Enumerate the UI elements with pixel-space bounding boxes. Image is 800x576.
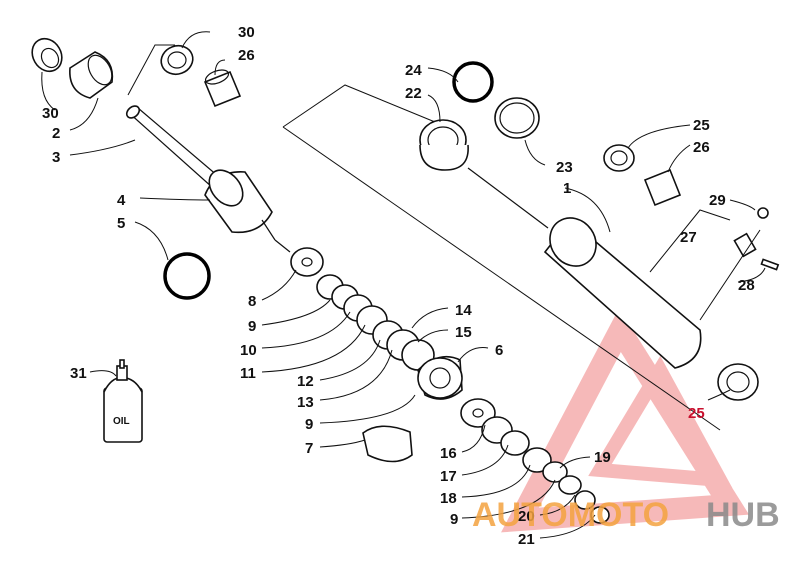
- callout-30-left: 30: [42, 105, 59, 122]
- callout-labels: 30 26 30 2 3 4 5 24 22 23 1 25 26 29 27 …: [42, 24, 755, 548]
- callout-11: 11: [240, 365, 256, 382]
- o-ring-24: [452, 61, 494, 103]
- callout-16: 16: [440, 445, 457, 462]
- oil-bottle-label: OIL: [113, 416, 130, 427]
- callout-29: 29: [709, 192, 726, 209]
- callout-7: 7: [305, 440, 313, 457]
- watermark-logo: [501, 307, 750, 533]
- callout-1: 1: [563, 180, 571, 197]
- callout-6: 6: [495, 342, 503, 359]
- bushing-26-top: [203, 69, 242, 108]
- callout-26-top: 26: [238, 47, 255, 64]
- valve-27: [733, 207, 780, 271]
- callout-20: 20: [518, 508, 535, 525]
- callout-10: 10: [240, 342, 257, 359]
- piston-6: [417, 355, 463, 400]
- callout-26-right: 26: [693, 139, 710, 156]
- frame-outline: [282, 84, 436, 128]
- callout-3: 3: [52, 149, 60, 166]
- callout-9-b: 9: [305, 416, 313, 433]
- callout-2: 2: [52, 125, 60, 142]
- seal-30-top: [160, 44, 194, 76]
- callout-9-a: 9: [248, 318, 256, 335]
- callout-19: 19: [594, 449, 611, 466]
- callout-25-top: 25: [693, 117, 710, 134]
- callout-4: 4: [117, 192, 126, 209]
- valve-shim-stack: [274, 239, 610, 524]
- callout-12: 12: [297, 373, 314, 390]
- oil-bottle-31: [103, 359, 143, 443]
- callout-21: 21: [518, 531, 535, 548]
- callout-14: 14: [455, 302, 472, 319]
- wear-band-7: [362, 425, 413, 463]
- piston-rod-assembly: [31, 37, 276, 300]
- callout-5: 5: [117, 215, 125, 232]
- bumper-2: [69, 51, 114, 99]
- callout-27: 27: [680, 229, 697, 246]
- callout-30-top: 30: [238, 24, 255, 41]
- callout-13: 13: [297, 394, 314, 411]
- callout-31: 31: [70, 365, 87, 382]
- callout-18: 18: [440, 490, 457, 507]
- callout-9-c: 9: [450, 511, 458, 528]
- callout-23: 23: [556, 159, 573, 176]
- o-ring-5: [163, 252, 211, 300]
- watermark-text-b: HUB: [706, 496, 780, 534]
- callout-28: 28: [738, 277, 755, 294]
- callout-15: 15: [455, 324, 472, 341]
- shock-body-1: [419, 61, 780, 401]
- callout-17: 17: [440, 468, 457, 485]
- watermark-text: AUTOMOTO HUB: [472, 496, 780, 534]
- leader-lines: [41, 31, 766, 539]
- seal-30-left: [31, 37, 63, 73]
- callout-24: 24: [405, 62, 422, 79]
- callout-22: 22: [405, 85, 422, 102]
- bearing-housing-4: [204, 169, 276, 241]
- callout-8: 8: [248, 293, 256, 310]
- callout-25-bottom: 25: [688, 405, 705, 422]
- watermark-text-a: AUTOMOTO: [472, 496, 669, 534]
